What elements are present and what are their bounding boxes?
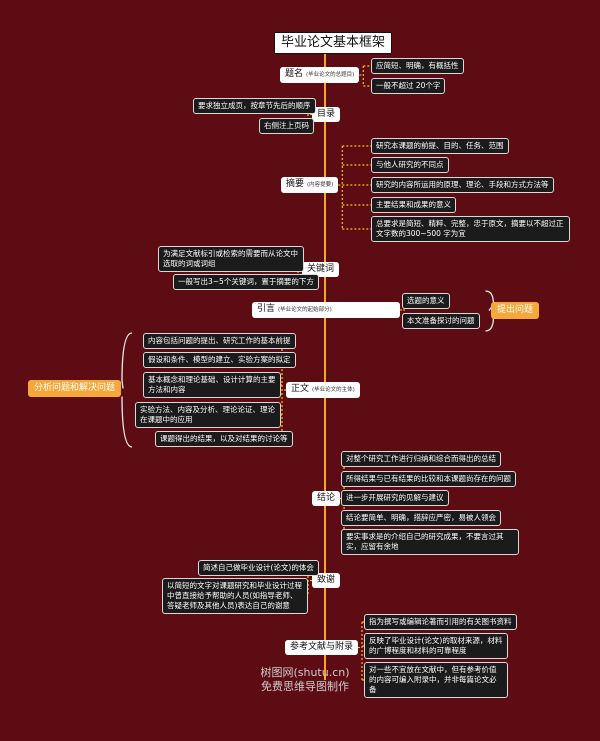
abstract-item-4[interactable]: 主要结果和成果的意义 (371, 197, 456, 213)
refs-item-2[interactable]: 反映了毕业设计(论文)的取材来源，材料的广博程度和材料的可靠程度 (364, 633, 508, 659)
body-item-5[interactable]: 课题得出的结果，以及对结果的讨论等 (155, 431, 293, 447)
keywords-item-2[interactable]: 一般写出3~5个关键词，置于摘要的下方 (173, 274, 319, 290)
conclusion-item-3[interactable]: 进一步开展研究的见解与建议 (341, 490, 449, 506)
abstract-item-1[interactable]: 研究本课题的前提、目的、任务、范围 (371, 138, 509, 154)
branch-conclusion[interactable]: 结论 (312, 491, 341, 506)
refs-item-1[interactable]: 指为撰写或编辑论著而引用的有关图书资料 (364, 614, 517, 630)
branch-title[interactable]: 题名(毕业论文的总题目) (280, 67, 360, 83)
branch-abstract[interactable]: 摘要(内容提要) (281, 177, 339, 193)
branch-body[interactable]: 正文(毕业论文的主体) (286, 382, 360, 398)
branch-intro[interactable]: 引言(毕业论文的起始部分) (252, 302, 400, 318)
title-item-2[interactable]: 一般不超过 20个字 (371, 78, 446, 94)
mindmap-title: 毕业论文基本框架 (274, 32, 393, 54)
branch-references[interactable]: 参考文献与附录 (285, 640, 359, 655)
title-item-1[interactable]: 应简短、明确，有概括性 (371, 58, 464, 74)
conclusion-item-1[interactable]: 对整个研究工作进行归纳和综合而得出的总结 (341, 451, 501, 467)
intro-item-1[interactable]: 选题的意义 (402, 293, 450, 309)
keywords-item-1[interactable]: 为满足文献标引或检索的需要而从论文中选取的词或词组 (158, 246, 304, 272)
summary-raise-question[interactable]: 提出问题 (491, 302, 540, 319)
summary-brace-body (121, 332, 133, 448)
conclusion-item-5[interactable]: 要实事求是的介绍自己的研究成果，不要言过其实，应留有余地 (341, 529, 519, 555)
ack-item-2[interactable]: 以简短的文字对课题研究和毕业设计过程中曾直接给予帮助的人员(如指导老师、答疑老师… (162, 578, 308, 614)
conclusion-item-4[interactable]: 结论要简单、明确，措辞应严密，易被人领会 (341, 510, 501, 526)
ack-item-1[interactable]: 简述自己做毕业设计(论文)的体会 (198, 560, 319, 576)
watermark-line-1: 树图网(shutu.cn) (260, 666, 350, 679)
watermark: 树图网(shutu.cn) 免费思维导图制作 (255, 666, 355, 694)
summary-analyze-solve[interactable]: 分析问题和解决问题 (28, 380, 122, 397)
abstract-item-3[interactable]: 研究的内容所运用的原理、理论、手段和方式方法等 (371, 177, 554, 193)
abstract-item-2[interactable]: 与他人研究的不同点 (371, 157, 449, 173)
toc-item-2[interactable]: 右侧注上页码 (259, 118, 314, 134)
conclusion-item-2[interactable]: 所得结果与已有结果的比较和本课题尚存在的问题 (341, 471, 516, 487)
toc-item-1[interactable]: 要求独立成页，按章节先后的顺序 (193, 98, 316, 114)
branch-ack[interactable]: 致谢 (312, 573, 341, 588)
refs-item-3[interactable]: 对一些不宜放在文献中，但有参考价值的内容可编入附录中，并非每篇论文必备 (364, 662, 508, 698)
branch-toc[interactable]: 目录 (312, 107, 341, 122)
watermark-line-2: 免费思维导图制作 (261, 680, 349, 693)
abstract-item-5[interactable]: 总要求是简短、精粹、完整，忠于原文，摘要以不超过正文字数的300~500 字为宜 (371, 216, 570, 242)
branch-keywords[interactable]: 关键词 (302, 262, 340, 277)
body-item-4[interactable]: 实验方法、内容及分析、理论论证、理论在课题中的应用 (135, 402, 281, 428)
body-item-3[interactable]: 基本概念和理论基础、设计计算的主要方法和内容 (143, 372, 281, 398)
intro-item-2[interactable]: 本文准备探讨的问题 (402, 313, 480, 329)
body-item-1[interactable]: 内容包括问题的提出、研究工作的基本前提 (143, 333, 296, 349)
body-item-2[interactable]: 假设和条件、模型的建立、实验方案的拟定 (143, 352, 296, 368)
